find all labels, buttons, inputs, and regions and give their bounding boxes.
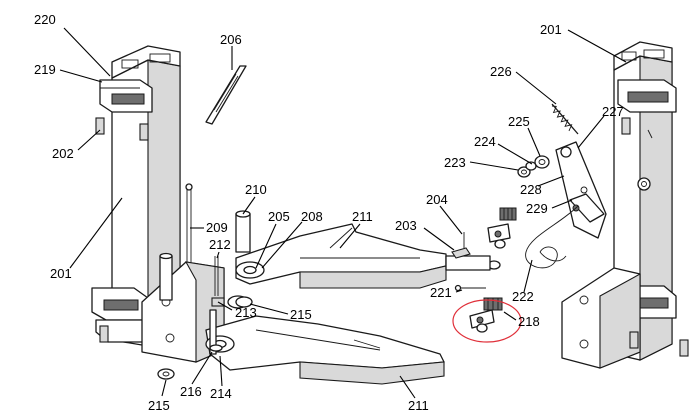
callout-203: 203 (395, 218, 417, 233)
callout-206: 206 (220, 32, 242, 47)
callout-204: 204 (426, 192, 448, 207)
callout-215-lower: 215 (148, 398, 170, 413)
callout-210: 210 (245, 182, 267, 197)
callout-224: 224 (474, 134, 496, 149)
callout-223: 223 (444, 155, 466, 170)
callout-218: 218 (518, 314, 540, 329)
callout-229: 229 (526, 201, 548, 216)
door-lock-218 (452, 297, 522, 343)
callout-214: 214 (210, 386, 232, 401)
callout-211-upper: 211 (352, 209, 373, 224)
callout-209: 209 (206, 220, 228, 235)
highlight-circle (452, 299, 522, 343)
callout-213: 213 (235, 305, 257, 320)
callout-labels: 220 219 202 201 206 210 209 212 205 208 … (34, 12, 624, 413)
callout-211-lower: 211 (408, 398, 429, 413)
carriage-base (141, 183, 251, 363)
callout-227: 227 (602, 104, 624, 119)
upper-arm-211 (235, 223, 501, 289)
plate-206 (205, 65, 247, 125)
callout-205: 205 (268, 209, 290, 224)
door-lock-upper (487, 207, 517, 249)
small-parts-left (157, 232, 486, 380)
callout-212: 212 (209, 237, 231, 252)
callout-216: 216 (180, 384, 202, 399)
callout-202: 202 (52, 146, 74, 161)
leader-lines (59, 27, 627, 399)
callout-215-upper: 215 (290, 307, 312, 322)
callout-222: 222 (512, 289, 534, 304)
right-post (561, 41, 689, 369)
callout-201-left: 201 (50, 266, 72, 281)
lock-mechanism (517, 103, 607, 269)
callout-220: 220 (34, 12, 56, 27)
callout-228: 228 (520, 182, 542, 197)
callout-225: 225 (508, 114, 530, 129)
callout-201-right: 201 (540, 22, 562, 37)
callout-221: 221 (430, 285, 452, 300)
callout-208: 208 (301, 209, 323, 224)
callout-219: 219 (34, 62, 56, 77)
callout-226: 226 (490, 64, 512, 79)
